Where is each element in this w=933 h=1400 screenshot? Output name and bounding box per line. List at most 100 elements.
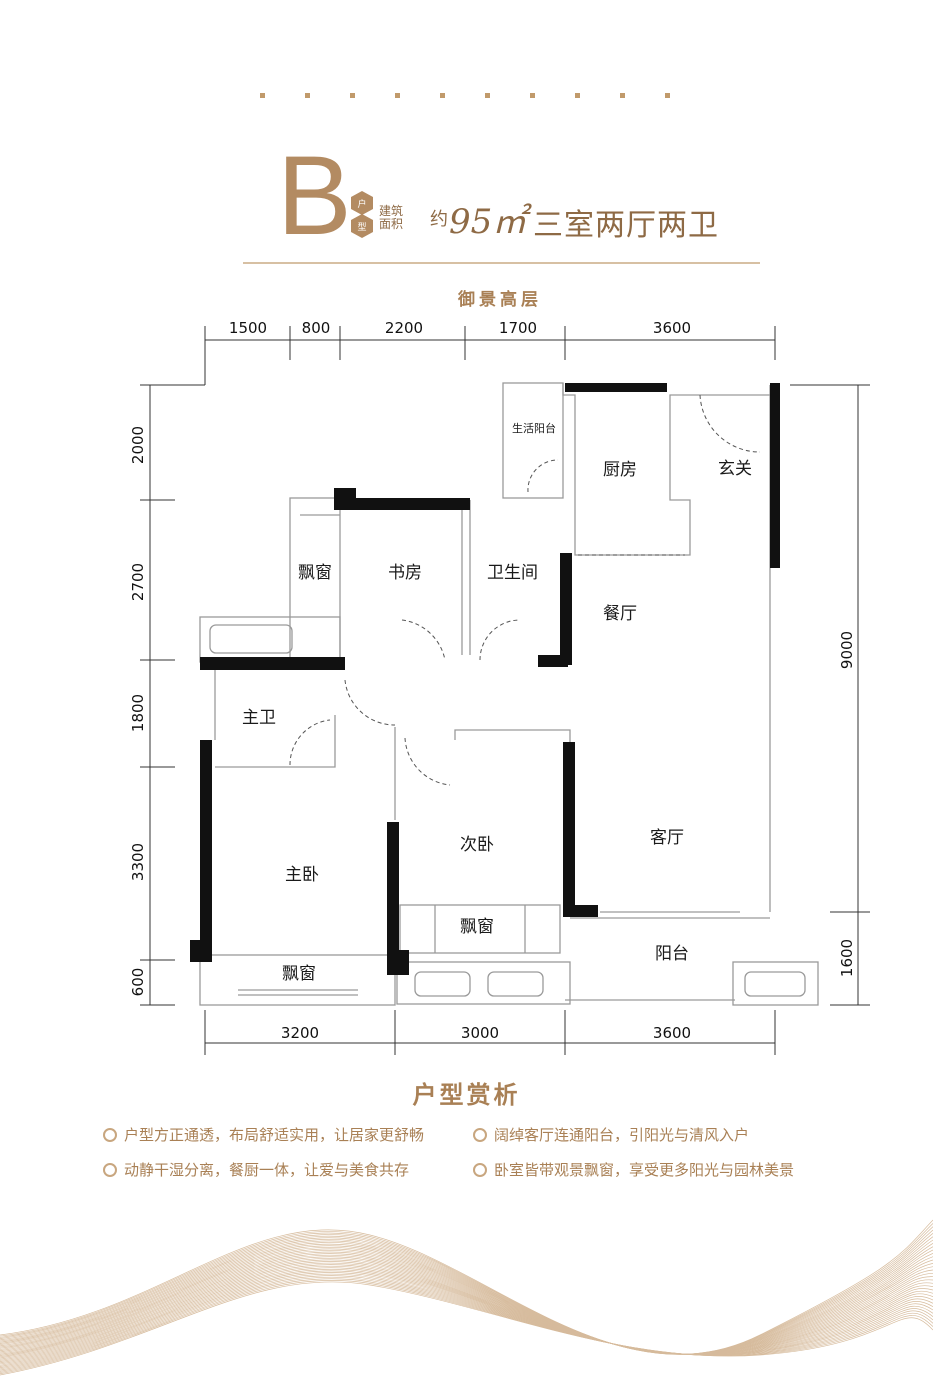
- wave-line: [0, 1242, 933, 1355]
- unit-letter: B: [277, 133, 352, 258]
- room-label-study-bay-window: 飘窗: [298, 563, 332, 583]
- dot: [395, 93, 400, 98]
- dim-left-2: 2700: [129, 563, 147, 601]
- dim-bottom-2: 3000: [461, 1024, 499, 1042]
- dot: [665, 93, 670, 98]
- room-label-second-bedroom: 次卧: [460, 835, 494, 855]
- dim-top-1: 1500: [229, 319, 267, 337]
- dot: [305, 93, 310, 98]
- dim-top-4: 1700: [499, 319, 537, 337]
- wave-line: [0, 1259, 933, 1359]
- wave-line: [0, 1275, 933, 1371]
- wave-line: [0, 1268, 933, 1366]
- wave-line: [0, 1257, 933, 1358]
- wave-line: [0, 1278, 933, 1373]
- bullet-ring-icon: [473, 1127, 487, 1142]
- wave-line: [0, 1256, 933, 1356]
- wave-line: [0, 1273, 933, 1370]
- dim-left-5: 600: [129, 968, 147, 997]
- room-label-balcony: 阳台: [655, 944, 689, 964]
- unit-badge-top: 户: [351, 191, 373, 215]
- room-label-master-bedroom: 主卧: [285, 865, 319, 885]
- wave-line: [0, 1270, 933, 1367]
- analysis-point-4: 卧室皆带观景飘窗，享受更多阳光与园林美景: [473, 1159, 794, 1180]
- wave-line: [0, 1253, 933, 1355]
- dot: [620, 93, 625, 98]
- wave-line: [0, 1261, 933, 1360]
- analysis-point-text: 卧室皆带观景飘窗，享受更多阳光与园林美景: [494, 1161, 795, 1179]
- room-label-bathroom: 卫生间: [487, 563, 538, 583]
- area-value: 95㎡: [449, 202, 527, 242]
- wave-line: [0, 1276, 933, 1372]
- room-label-study: 书房: [388, 563, 422, 583]
- wave-line: [0, 1281, 933, 1376]
- wave-line: [0, 1267, 933, 1365]
- dim-top-2: 800: [302, 319, 331, 337]
- wave-line: [0, 1243, 933, 1355]
- area-label: 建筑面积: [379, 204, 404, 231]
- dot: [575, 93, 580, 98]
- room-label-dining: 餐厅: [603, 604, 637, 624]
- wave-line: [0, 1251, 933, 1355]
- wave-line: [0, 1250, 933, 1355]
- wave-line: [0, 1272, 933, 1369]
- thick-walls: [190, 383, 780, 975]
- wave-line: [0, 1223, 933, 1355]
- decorative-waves: [0, 1219, 933, 1376]
- bullet-ring-icon: [103, 1127, 117, 1142]
- floor-plan: 生活阳台 厨房 玄关 飘窗 书房 卫生间 餐厅 主卫 次卧 客厅 主卧 飘窗 阳…: [129, 319, 870, 1055]
- room-label-master-bay-window: 飘窗: [282, 964, 316, 984]
- bullet-ring-icon: [473, 1162, 487, 1177]
- wave-line: [0, 1240, 933, 1355]
- wave-line: [0, 1229, 933, 1355]
- wave-line: [0, 1239, 933, 1355]
- wave-line: [0, 1254, 933, 1355]
- bullet-ring-icon: [103, 1162, 117, 1177]
- dim-right-2: 1600: [838, 939, 856, 977]
- wave-line: [0, 1236, 933, 1355]
- wave-line: [0, 1279, 933, 1375]
- analysis-point-3: 动静干湿分离，餐厨一体，让爱与美食共存: [103, 1159, 409, 1180]
- dot: [530, 93, 535, 98]
- dot: [260, 93, 265, 98]
- wave-line: [0, 1248, 933, 1355]
- dot: [350, 93, 355, 98]
- dim-bottom-3: 3600: [653, 1024, 691, 1042]
- door-swings: [289, 394, 761, 786]
- wave-line: [0, 1264, 933, 1363]
- analysis-point-text: 阔绰客厅连通阳台，引阳光与清风入户: [494, 1126, 750, 1144]
- wave-line: [0, 1219, 933, 1355]
- wave-line: [0, 1226, 933, 1355]
- dim-top-3: 2200: [385, 319, 423, 337]
- analysis-title: 户型赏析: [412, 1080, 521, 1109]
- analysis-point-1: 户型方正通透，布局舒适实用，让居家更舒畅: [103, 1124, 424, 1145]
- sub-title: 御景高层: [458, 290, 542, 310]
- dim-top-5: 3600: [653, 319, 691, 337]
- room-label-living-room: 客厅: [650, 828, 684, 848]
- room-label-kitchen: 厨房: [603, 460, 637, 480]
- approx-symbol: 约: [430, 209, 448, 230]
- dot: [485, 93, 490, 98]
- room-label-utility-balcony: 生活阳台: [512, 421, 556, 435]
- wave-line: [0, 1233, 933, 1355]
- wave-line: [0, 1262, 933, 1361]
- wave-line: [0, 1245, 933, 1355]
- analysis-point-text: 动静干湿分离，餐厨一体，让爱与美食共存: [124, 1161, 410, 1179]
- unit-badge-bottom: 型: [351, 214, 373, 238]
- dimension-lines: [140, 326, 870, 1055]
- dot: [440, 93, 445, 98]
- wave-line: [0, 1246, 933, 1355]
- dim-right-1: 9000: [838, 631, 856, 669]
- title-divider: [243, 262, 760, 264]
- room-label-entrance: 玄关: [718, 459, 752, 479]
- analysis-point-text: 户型方正通透，布局舒适实用，让居家更舒畅: [124, 1126, 425, 1144]
- room-label-second-bay-window: 飘窗: [460, 917, 494, 937]
- analysis-point-2: 阔绰客厅连通阳台，引阳光与清风入户: [473, 1124, 749, 1145]
- room-type: 三室两厅两卫: [533, 208, 719, 243]
- dim-left-1: 2000: [129, 426, 147, 464]
- decorative-dots: [255, 93, 675, 103]
- dim-bottom-1: 3200: [281, 1024, 319, 1042]
- wave-line: [0, 1265, 933, 1364]
- thin-walls: [199, 382, 819, 1006]
